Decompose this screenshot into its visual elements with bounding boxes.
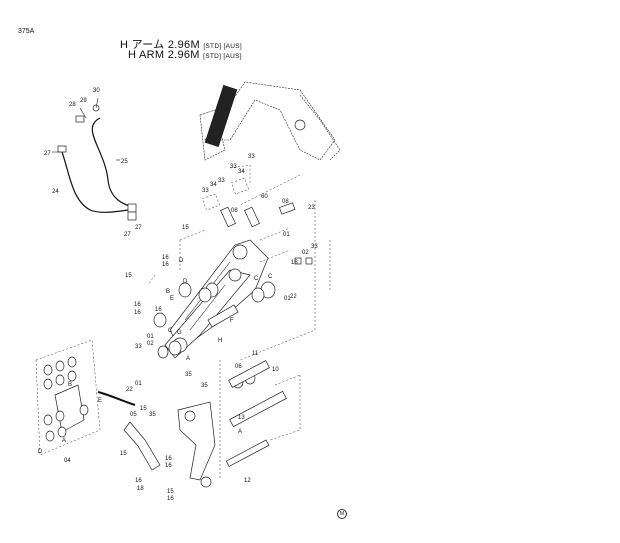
part-label: 33 — [202, 188, 209, 194]
part-label: 08 — [231, 208, 238, 214]
part-label: 22 — [126, 387, 133, 393]
part-label: 08 — [282, 199, 289, 205]
pins-and-bushings — [153, 202, 313, 359]
page-code: 375A — [18, 28, 35, 35]
part-label: 05 — [130, 412, 137, 418]
part-label: 24 — [52, 189, 59, 195]
part-label: 25 — [121, 159, 128, 165]
part-label: H — [218, 338, 222, 344]
title-english-text: H ARM 2.96M — [128, 49, 200, 61]
part-label: 04 — [64, 458, 71, 464]
part-label: 13 — [238, 415, 245, 421]
part-label: 16 — [135, 478, 142, 484]
part-label: 60 — [261, 194, 268, 200]
footer-mark: M — [337, 509, 347, 519]
part-label: A — [186, 356, 190, 362]
title-japanese-text: H アーム 2.96M — [120, 39, 200, 51]
part-label: 01 — [283, 232, 290, 238]
part-label: 12 — [244, 478, 251, 484]
part-label: 33 — [311, 244, 318, 250]
part-label: C — [168, 328, 173, 334]
part-label: 15 — [120, 451, 127, 457]
part-label: F — [230, 318, 234, 324]
title-english: H ARM 2.96M [STD] [AUS] — [128, 49, 242, 61]
detail-box — [35, 339, 136, 456]
part-label: 15 — [167, 489, 174, 495]
part-label: 27 — [44, 151, 51, 157]
title-japanese: H アーム 2.96M [STD] [AUS] — [120, 36, 242, 52]
part-label: 10 — [272, 367, 279, 373]
part-label: 18 — [291, 260, 298, 266]
part-label: 16 — [165, 463, 172, 469]
part-label: 27 — [135, 225, 142, 231]
part-label: 01 — [135, 381, 142, 387]
part-label: D — [183, 279, 188, 285]
part-label: 16 — [165, 456, 172, 462]
part-label: 18 — [137, 486, 144, 492]
part-label: 35 — [185, 372, 192, 378]
part-label: 27 — [124, 232, 131, 238]
part-label: 15 — [125, 273, 132, 279]
part-labels: 30 29 28 27 25 24 27 27 33 34 33 33 34 3… — [38, 88, 318, 502]
part-label: 16 — [162, 262, 169, 268]
part-label: 02 — [147, 341, 154, 347]
part-label: 29 — [80, 98, 87, 104]
part-label: C — [268, 274, 273, 280]
part-label: 16 — [155, 307, 162, 313]
part-label: 11 — [252, 351, 259, 357]
machine-thumbnail — [199, 81, 341, 161]
part-label: A — [62, 438, 66, 444]
part-label: 16 — [167, 496, 174, 502]
title-japanese-suffix: [STD] [AUS] — [203, 43, 243, 50]
part-label: B — [68, 382, 72, 388]
part-label: 16 — [134, 310, 141, 316]
part-label: 15 — [140, 406, 147, 412]
part-label: 15 — [182, 225, 189, 231]
part-label: 30 — [93, 88, 100, 94]
part-label: 33 — [135, 344, 142, 350]
part-label: 16 — [162, 255, 169, 261]
part-label: 16 — [134, 302, 141, 308]
leader-frames — [147, 164, 331, 361]
part-label: 33 — [248, 154, 255, 160]
part-label: 01 — [147, 334, 154, 340]
part-label: 33 — [218, 178, 225, 184]
part-label: 06 — [235, 364, 242, 370]
part-label: 35 — [201, 383, 208, 389]
title-english-suffix: [STD] [AUS] — [203, 53, 242, 60]
part-label: E — [170, 296, 174, 302]
part-label: D — [179, 258, 184, 264]
part-label: G — [177, 330, 182, 336]
part-label: 34 — [238, 169, 245, 175]
part-label: 33 — [230, 164, 237, 170]
part-label: B — [166, 289, 170, 295]
part-label: 35 — [149, 412, 156, 418]
part-label: 22 — [290, 294, 297, 300]
link-assembly — [123, 360, 301, 488]
part-label: E — [98, 398, 102, 404]
part-label: 02 — [302, 250, 309, 256]
part-label: 23 — [308, 205, 315, 211]
part-label: 28 — [69, 102, 76, 108]
part-label: A — [238, 429, 242, 435]
part-label: C — [254, 276, 259, 282]
part-label: 01 — [284, 296, 291, 302]
part-label: D — [38, 449, 43, 455]
hose-assembly — [52, 97, 137, 221]
part-label: 34 — [210, 182, 217, 188]
